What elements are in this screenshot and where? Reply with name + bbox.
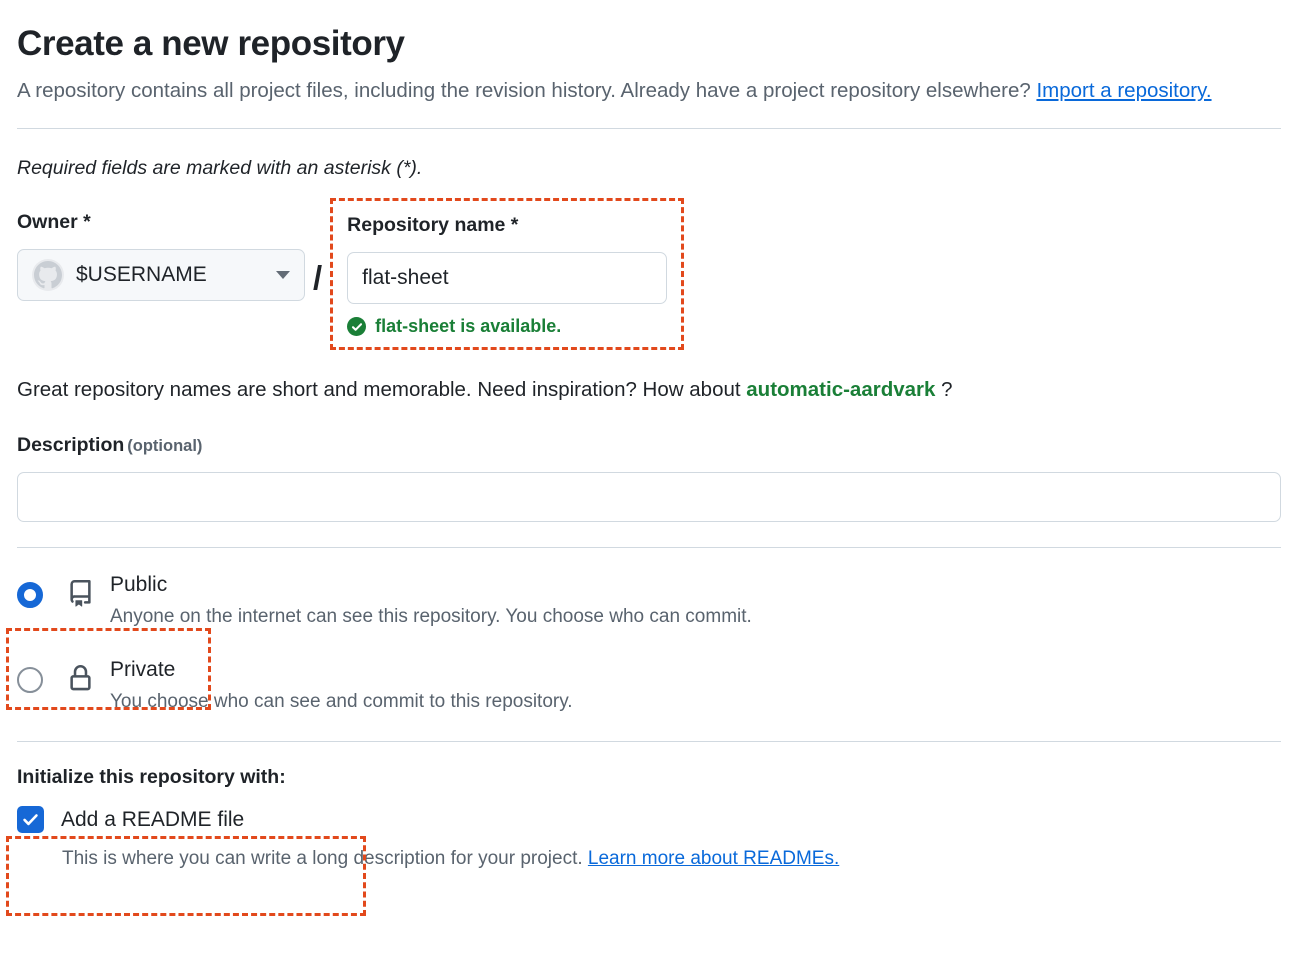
visibility-private-title: Private <box>110 658 176 681</box>
owner-dropdown[interactable]: $USERNAME <box>17 249 305 301</box>
readme-help-prefix: This is where you can write a long descr… <box>62 848 588 869</box>
lock-icon <box>65 665 95 692</box>
visibility-public-title: Public <box>110 573 168 596</box>
check-circle-icon <box>347 317 367 336</box>
description-label: Description <box>17 434 125 456</box>
github-octocat-icon <box>32 259 64 291</box>
page-description: A repository contains all project files,… <box>17 72 1217 109</box>
page-description-text: A repository contains all project files,… <box>17 79 1037 102</box>
description-input[interactable] <box>17 472 1281 522</box>
visibility-option-public[interactable]: Public Anyone on the internet can see th… <box>17 570 1281 631</box>
owner-label: Owner * <box>17 211 91 233</box>
import-repository-link[interactable]: Import a repository. <box>1036 79 1212 102</box>
visibility-public-text: Public Anyone on the internet can see th… <box>110 570 752 631</box>
chevron-down-icon <box>276 271 290 279</box>
learn-more-readmes-link[interactable]: Learn more about READMEs. <box>587 848 840 869</box>
divider-initialize <box>17 741 1281 742</box>
availability-text: flat-sheet is available. <box>375 316 562 336</box>
divider-visibility <box>17 547 1281 548</box>
visibility-option-private[interactable]: Private You choose who can see and commi… <box>17 655 1281 716</box>
suggested-repository-name[interactable]: automatic-aardvark <box>746 378 936 401</box>
initialize-title: Initialize this repository with: <box>17 766 286 788</box>
readme-help-text: This is where you can write a long descr… <box>62 846 1281 872</box>
divider-header <box>17 128 1281 129</box>
readme-checkbox-row[interactable]: Add a README file <box>17 806 1281 833</box>
inspiration-prefix: Great repository names are short and mem… <box>17 378 747 401</box>
initialize-section: Initialize this repository with: Add a R… <box>17 764 1281 872</box>
visibility-options: Public Anyone on the internet can see th… <box>17 570 1281 716</box>
repository-name-input[interactable] <box>347 252 668 304</box>
inspiration-text: Great repository names are short and mem… <box>17 376 1281 404</box>
description-optional-label: (optional) <box>127 437 203 455</box>
radio-public[interactable] <box>17 582 43 608</box>
repository-name-label: Repository name * <box>347 214 519 236</box>
radio-private[interactable] <box>17 667 43 693</box>
visibility-public-description: Anyone on the internet can see this repo… <box>110 606 752 627</box>
readme-label: Add a README file <box>61 807 245 831</box>
visibility-private-text: Private You choose who can see and commi… <box>110 655 573 716</box>
required-fields-note: Required fields are marked with an aster… <box>17 157 423 179</box>
inspiration-suffix: ? <box>935 378 953 401</box>
page-title: Create a new repository <box>17 24 405 63</box>
owner-field: Owner * $USERNAME <box>17 209 307 301</box>
owner-name-separator: / <box>313 259 323 296</box>
availability-message: flat-sheet is available. <box>347 316 667 337</box>
owner-and-name-row: Owner * $USERNAME / Repository name * <box>17 198 1281 350</box>
owner-value: $USERNAME <box>76 263 207 286</box>
description-field: Description(optional) <box>17 434 1281 522</box>
repository-name-field: Repository name * flat-sheet is availabl… <box>330 198 685 350</box>
repo-book-icon <box>65 580 95 607</box>
visibility-private-description: You choose who can see and commit to thi… <box>110 691 573 712</box>
checkbox-readme[interactable] <box>17 806 44 833</box>
